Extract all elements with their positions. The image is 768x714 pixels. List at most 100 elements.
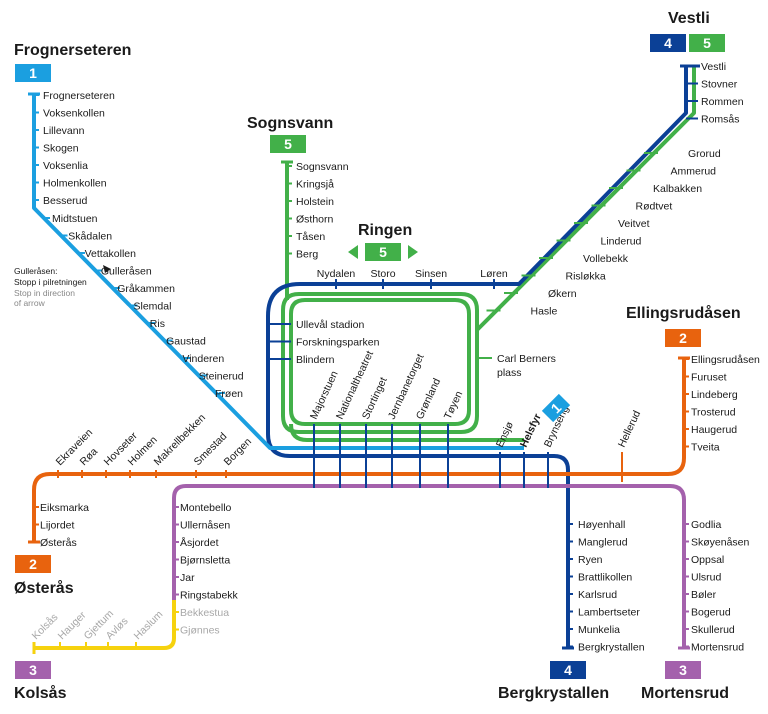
station-froen: Frøen xyxy=(215,388,243,400)
line-badge-label: 4 xyxy=(664,35,672,51)
station-toyen: Tøyen xyxy=(442,389,466,421)
line-badge-label: 2 xyxy=(679,330,687,346)
line-badge-label: 1 xyxy=(29,65,37,81)
station-ulsrud: Ulsrud xyxy=(691,572,722,584)
terminal-bergkrystallen: Bergkrystallen xyxy=(498,685,609,702)
terminal-vestli: Vestli xyxy=(668,10,710,27)
station-hellerud: Hellerud xyxy=(616,409,643,450)
station-romsas: Romsås xyxy=(701,114,740,126)
station-carl-berners-plass-line2: plass xyxy=(497,367,522,379)
station-haugerud: Haugerud xyxy=(691,424,737,436)
station-hasle: Hasle xyxy=(531,306,558,318)
station-lillevann: Lillevann xyxy=(43,125,85,137)
terminal-ringen: Ringen xyxy=(358,222,412,239)
station-lambertseter: Lambertseter xyxy=(578,607,640,619)
station-bogerud: Bogerud xyxy=(691,607,731,619)
station-slemdal: Slemdal xyxy=(134,301,172,313)
line2-osteras-ellingsrud xyxy=(32,358,686,542)
station-ulleval-stadion: Ullevål stadion xyxy=(296,319,364,331)
station-hoyenhall: Høyenhall xyxy=(578,519,625,531)
line5-ring-inner xyxy=(289,298,471,426)
note-line1: Stopp i pilretningen xyxy=(14,277,87,287)
terminal-kolsas: Kolsås xyxy=(14,684,67,702)
station-bergkrystallen: Bergkrystallen xyxy=(578,642,645,654)
station-carl-berners: Carl Berners xyxy=(497,353,556,365)
right-arrow-icon xyxy=(408,245,418,259)
station-holmenkollen: Holmenkollen xyxy=(43,178,107,190)
station-rislokka: Risløkka xyxy=(566,271,606,283)
terminal-frognerseteren: Frognerseteren xyxy=(14,42,131,59)
station-berg: Berg xyxy=(296,249,318,261)
station-boler: Bøler xyxy=(691,589,717,601)
line-badge-label: 3 xyxy=(679,662,687,678)
station-ringstabekk: Ringstabekk xyxy=(180,590,239,602)
note-title: Gulleråsen: xyxy=(14,266,57,276)
line-badge-label: 5 xyxy=(703,35,711,51)
station-gjonnes: Gjønnes xyxy=(180,625,220,637)
station-osthorn: Østhorn xyxy=(296,214,334,226)
station-stortinget: Stortinget xyxy=(360,375,390,421)
station-osteras: Østerås xyxy=(40,537,77,549)
line-badge-frognerseteren: 1 xyxy=(15,64,51,82)
station-sinsen: Sinsen xyxy=(415,268,447,280)
station-asjordet: Åsjordet xyxy=(180,536,219,549)
station-linderud: Linderud xyxy=(601,236,642,248)
station-midtstuen: Midtstuen xyxy=(52,213,98,225)
station-voksenkollen: Voksenkollen xyxy=(43,108,105,120)
station-vestli: Vestli xyxy=(701,61,726,73)
station-trosterud: Trosterud xyxy=(691,407,736,419)
station-haslum: Haslum xyxy=(132,608,166,642)
station-gronland: Grønland xyxy=(414,376,443,421)
station-nydalen: Nydalen xyxy=(317,268,356,280)
line3-kolsas-mortensrud xyxy=(172,484,686,648)
line1-frognerseteren xyxy=(32,94,524,450)
station-okern: Økern xyxy=(548,288,577,300)
terminal-osteras: Østerås xyxy=(14,579,74,597)
station-kalbakken: Kalbakken xyxy=(653,183,702,195)
station-blindern: Blindern xyxy=(296,354,335,366)
station-grorud: Grorud xyxy=(688,148,721,160)
station-mortensrud: Mortensrud xyxy=(691,642,744,654)
station-skullerud: Skullerud xyxy=(691,624,735,636)
line5-vestli xyxy=(475,66,696,332)
station-rommen: Rommen xyxy=(701,96,744,108)
note-line2: Stop in direction xyxy=(14,288,75,298)
station-montebello: Montebello xyxy=(180,502,232,514)
station-tveita: Tveita xyxy=(691,442,720,454)
station-besserud: Besserud xyxy=(43,195,88,207)
line-badge-osteras: 2 xyxy=(15,555,51,573)
station-helsfyr: Helsfyr xyxy=(518,412,544,449)
line-badge-vestli-b: 5 xyxy=(689,34,725,52)
station-ryen: Ryen xyxy=(578,554,603,566)
station-voksenlia: Voksenlia xyxy=(43,160,88,172)
station-veitvet: Veitvet xyxy=(618,218,650,230)
line-badge-vestli-a: 4 xyxy=(650,34,686,52)
line-badge-ellingsrudasen: 2 xyxy=(665,329,701,347)
station-gullerasen: Gulleråsen xyxy=(101,266,152,278)
line-badge-bergkrystallen: 4 xyxy=(550,661,586,679)
station-karlsrud: Karlsrud xyxy=(578,589,617,601)
station-rodtvet: Rødtvet xyxy=(636,201,673,213)
note-line3: of arrow xyxy=(14,298,46,308)
station-vettakollen: Vettakollen xyxy=(85,248,137,260)
terminal-mortensrud: Mortensrud xyxy=(641,685,729,702)
line-badge-label: 5 xyxy=(379,244,387,260)
station-bjornsletta: Bjørnsletta xyxy=(180,555,230,567)
line5-trunk xyxy=(289,423,524,442)
line-badge-mortensrud: 3 xyxy=(665,661,701,679)
line-badge-label: 5 xyxy=(284,136,292,152)
station-lijordet: Lijordet xyxy=(40,520,75,532)
station-kringsja: Kringsjå xyxy=(296,179,334,191)
line3-kolsas-branch xyxy=(34,600,176,650)
line-badge-kolsas: 3 xyxy=(15,661,51,679)
station-tasen: Tåsen xyxy=(296,231,325,243)
station-godlia: Godlia xyxy=(691,519,722,531)
station-eiksmarka: Eiksmarka xyxy=(40,502,89,514)
station-ullernasen: Ullernåsen xyxy=(180,520,230,532)
station-ammerud: Ammerud xyxy=(671,166,717,178)
line-badge-label: 4 xyxy=(564,662,572,678)
left-arrow-icon xyxy=(348,245,358,259)
station-holstein: Holstein xyxy=(296,196,334,208)
